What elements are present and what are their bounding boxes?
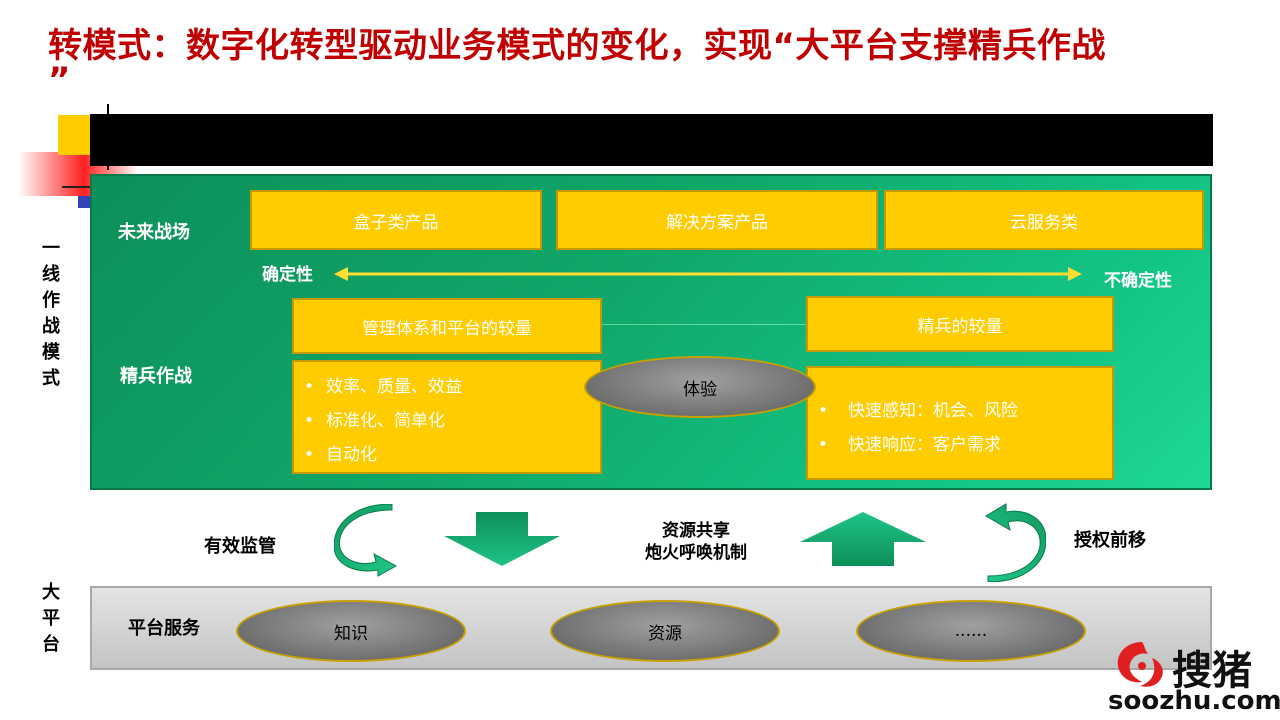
box-product-box: 盒子类产品: [250, 190, 542, 250]
certainty-label: 确定性: [262, 265, 313, 285]
resource-sharing-label: 资源共享 炮火呼唤机制: [636, 520, 756, 564]
elite-combat-label: 精兵作战: [120, 366, 192, 387]
frontline-char: 战: [42, 316, 60, 337]
frontline-mode-label: 一 线 作 战 模 式: [42, 236, 64, 392]
certainty-axis-arrow: [334, 267, 1082, 281]
elite-contest-box: 精兵的较量: [806, 296, 1114, 352]
management-contest-box: 管理体系和平台的较量: [292, 298, 602, 354]
platform-char: 大: [42, 582, 60, 603]
list-item: 效率、质量、效益: [294, 370, 600, 404]
experience-ellipse: 体验: [584, 356, 816, 418]
frontline-char: 模: [42, 342, 60, 363]
solution-product-box: 解决方案产品: [556, 190, 878, 250]
cloud-service-box: 云服务类: [884, 190, 1204, 250]
connector-line: [602, 324, 806, 325]
list-item: 自动化: [294, 438, 600, 472]
resource-sharing-line2: 炮火呼唤机制: [645, 543, 747, 563]
decor-blue-square: [78, 196, 92, 208]
elite-list-box: 快速感知：机会、风险 快速响应：客户需求: [806, 366, 1114, 480]
platform-label: 大 平 台: [42, 580, 64, 658]
future-battlefield-label: 未来战场: [118, 222, 190, 243]
platform-service-label: 平台服务: [128, 618, 200, 639]
page-title: 转模式：数字化转型驱动业务模式的变化，实现“大平台支撑精兵作战: [48, 26, 1106, 66]
list-item: 快速感知：机会、风险: [808, 394, 1112, 428]
frontline-char: 线: [42, 264, 60, 285]
effective-supervision-label: 有效监管: [204, 536, 276, 557]
soozhu-logo-icon: [1117, 642, 1163, 687]
uncertainty-label: 不确定性: [1104, 271, 1172, 291]
frontline-char: 式: [42, 368, 60, 389]
platform-char: 平: [42, 608, 60, 629]
decor-vertical-line: [107, 104, 109, 170]
platform-char: 台: [42, 634, 60, 655]
curved-arrow-left-icon: [334, 504, 398, 577]
watermark-url: soozhu.com: [1108, 686, 1280, 716]
list-item: 快速响应：客户需求: [808, 428, 1112, 462]
management-list-box: 效率、质量、效益 标准化、简单化 自动化: [292, 360, 602, 474]
page-title-tail: ”: [48, 60, 71, 100]
authorization-forward-label: 授权前移: [1074, 530, 1146, 551]
header-black-bar: [90, 114, 1213, 166]
decor-yellow-square: [58, 115, 90, 155]
knowledge-ellipse: 知识: [236, 600, 466, 662]
list-item: 标准化、简单化: [294, 404, 600, 438]
down-arrow-icon: [444, 512, 560, 566]
resource-ellipse: 资源: [550, 600, 780, 662]
frontline-char: 作: [42, 290, 60, 311]
more-ellipse: ......: [856, 600, 1086, 662]
resource-sharing-line1: 资源共享: [662, 521, 730, 541]
up-arrow-icon: [800, 512, 926, 566]
curved-arrow-right-icon: [985, 503, 1046, 582]
watermark-chinese: 搜猪: [1172, 647, 1252, 694]
frontline-char: 一: [42, 238, 60, 259]
